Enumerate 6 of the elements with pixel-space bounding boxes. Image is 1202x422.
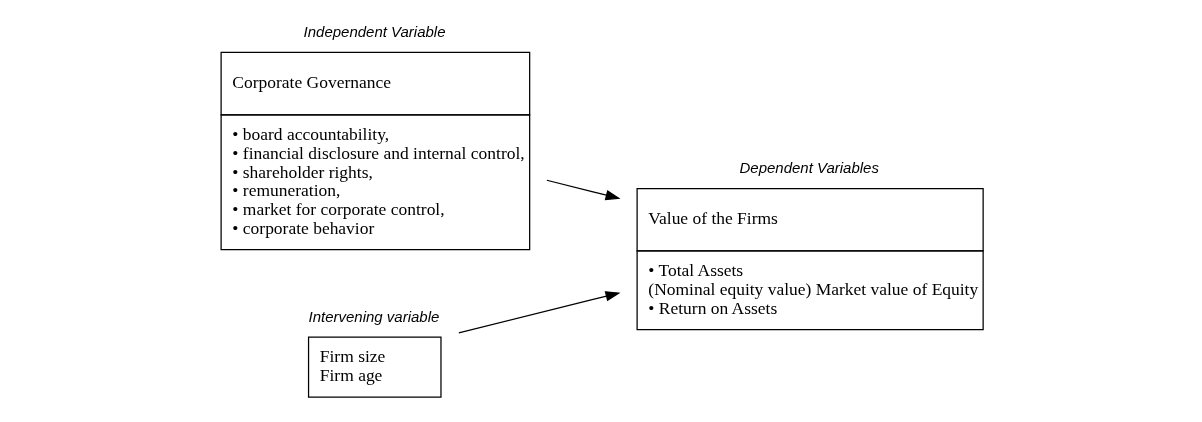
node-label: Dependent Variables [739, 159, 879, 177]
arrow [545, 179, 621, 201]
node-box: Firm size Firm age [307, 336, 442, 398]
node-label: Intervening variable [308, 307, 439, 325]
arrow [457, 291, 620, 334]
node-label: Independent Variable [303, 22, 445, 40]
